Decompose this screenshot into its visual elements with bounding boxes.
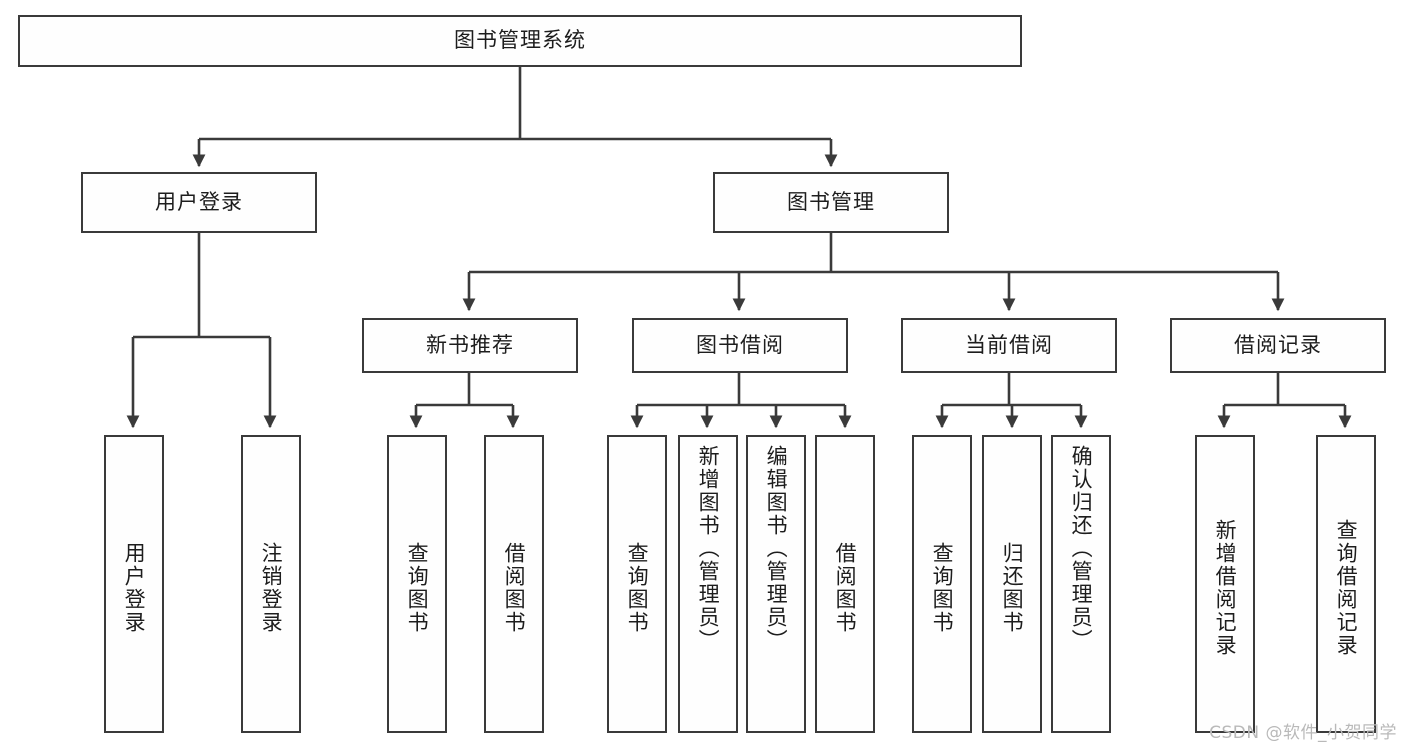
node-book-borrow[interactable]: 图书借阅	[632, 318, 848, 373]
node-book-manage-label: 图书管理	[787, 189, 875, 214]
node-leaf-logout[interactable]: 注销登录	[241, 435, 301, 733]
node-leaf-borrow-book-2[interactable]: 借阅图书	[815, 435, 875, 733]
node-leaf-return-book[interactable]: 归还图书	[982, 435, 1042, 733]
node-new-book-rec-label: 新书推荐	[426, 332, 514, 357]
node-leaf-add-record[interactable]: 新增借阅记录	[1195, 435, 1255, 733]
node-leaf-borrow-book-2-label: 借阅图书	[833, 542, 858, 634]
node-user-login[interactable]: 用户登录	[81, 172, 317, 233]
node-root[interactable]: 图书管理系统	[18, 15, 1022, 67]
node-leaf-query-book-2[interactable]: 查询图书	[607, 435, 667, 733]
node-leaf-query-book-1-label: 查询图书	[405, 542, 430, 634]
node-leaf-user-login-label: 用户登录	[122, 542, 147, 634]
node-leaf-query-book-1[interactable]: 查询图书	[387, 435, 447, 733]
csdn-watermark: CSDN @软件_小贺同学	[1209, 723, 1397, 743]
node-leaf-confirm-return[interactable]: 确认归还（管理员）	[1051, 435, 1111, 733]
node-leaf-logout-label: 注销登录	[259, 542, 284, 634]
node-leaf-borrow-book-1-label: 借阅图书	[502, 542, 527, 634]
node-leaf-query-record[interactable]: 查询借阅记录	[1316, 435, 1376, 733]
node-leaf-query-book-2-label: 查询图书	[625, 542, 650, 634]
node-leaf-borrow-book-1[interactable]: 借阅图书	[484, 435, 544, 733]
node-borrow-record-label: 借阅记录	[1234, 332, 1322, 357]
node-leaf-user-login[interactable]: 用户登录	[104, 435, 164, 733]
node-book-manage[interactable]: 图书管理	[713, 172, 949, 233]
node-root-label: 图书管理系统	[454, 28, 586, 53]
node-borrow-record[interactable]: 借阅记录	[1170, 318, 1386, 373]
node-leaf-add-book[interactable]: 新增图书（管理员）	[678, 435, 738, 733]
node-current-borrow-label: 当前借阅	[965, 332, 1053, 357]
node-leaf-return-book-label: 归还图书	[1000, 542, 1025, 634]
node-leaf-add-record-label: 新增借阅记录	[1213, 519, 1238, 657]
node-leaf-query-book-3-label: 查询图书	[930, 542, 955, 634]
node-leaf-confirm-return-label: 确认归还（管理员）	[1069, 445, 1094, 652]
node-current-borrow[interactable]: 当前借阅	[901, 318, 1117, 373]
node-leaf-query-record-label: 查询借阅记录	[1334, 519, 1359, 657]
node-leaf-query-book-3[interactable]: 查询图书	[912, 435, 972, 733]
node-user-login-label: 用户登录	[155, 189, 243, 214]
node-new-book-rec[interactable]: 新书推荐	[362, 318, 578, 373]
node-leaf-edit-book-label: 编辑图书（管理员）	[764, 445, 789, 652]
node-book-borrow-label: 图书借阅	[696, 332, 784, 357]
node-leaf-add-book-label: 新增图书（管理员）	[696, 445, 721, 652]
node-leaf-edit-book[interactable]: 编辑图书（管理员）	[746, 435, 806, 733]
